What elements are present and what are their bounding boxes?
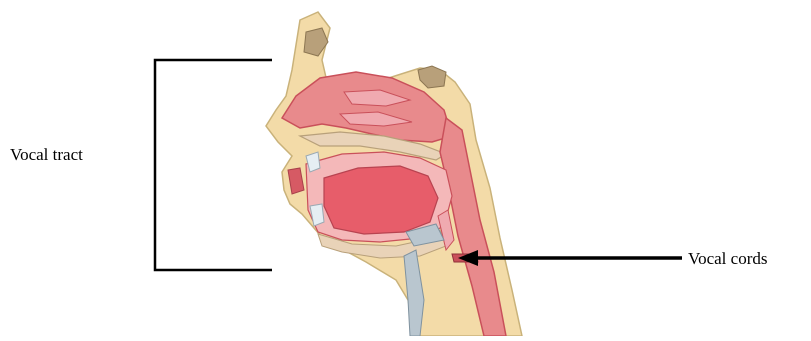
vocal-cords-label: Vocal cords [688,249,767,269]
vocal-tract-bracket [155,60,272,270]
tongue [324,166,438,234]
vocal-tract-label: Vocal tract [10,145,83,165]
